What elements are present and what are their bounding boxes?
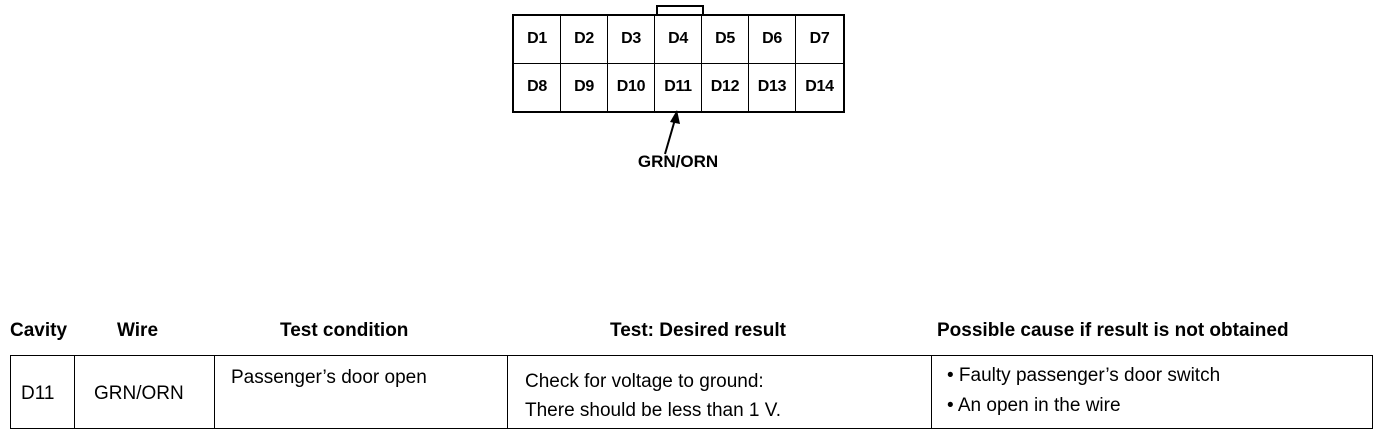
cavity-d2: D2 (561, 16, 608, 64)
cavity-d6: D6 (749, 16, 796, 64)
header-possible-cause: Possible cause if result is not obtained (937, 320, 1289, 341)
cavity-d8: D8 (514, 63, 561, 111)
connector-diagram: D1 D2 D3 D4 D5 D6 D7 D8 D9 D10 D11 D12 D… (512, 14, 845, 113)
table-row: D11 GRN/ORN Passenger’s door open Check … (10, 355, 1373, 429)
cavity-d5: D5 (702, 16, 749, 64)
cavity-d9: D9 (561, 63, 608, 111)
cell-desired-result-line-2: There should be less than 1 V. (525, 400, 781, 421)
cell-possible-cause-line-1: • Faulty passenger’s door switch (947, 365, 1221, 386)
cavity-d11: D11 (655, 63, 702, 111)
cavity-d3: D3 (608, 16, 655, 64)
header-desired-result: Test: Desired result (610, 320, 786, 341)
cell-possible-cause-line-2: • An open in the wire (947, 395, 1121, 416)
cavity-d14: D14 (805, 78, 834, 96)
cell-test-condition: Passenger’s door open (231, 367, 427, 388)
connector-lock-tab (656, 5, 704, 16)
cell-wire: GRN/ORN (94, 383, 184, 404)
pointer-arrow-icon (664, 110, 680, 155)
cavity-d13: D13 (749, 63, 796, 111)
cell-cavity: D11 (21, 383, 55, 404)
column-divider (931, 356, 932, 428)
column-divider (74, 356, 75, 428)
cavity-d12: D12 (702, 63, 749, 111)
header-cavity: Cavity (10, 320, 68, 341)
column-divider (507, 356, 508, 428)
header-test-condition: Test condition (280, 320, 409, 341)
cavity-d4: D4 (655, 16, 702, 64)
cell-desired-result-line-1: Check for voltage to ground: (525, 371, 764, 392)
cavity-d1: D1 (514, 16, 561, 64)
cavity-d10: D10 (608, 63, 655, 111)
column-divider (214, 356, 215, 428)
header-wire: Wire (117, 320, 159, 341)
cavity-d7: D7 (796, 16, 843, 64)
wire-color-label: GRN/ORN (637, 152, 719, 171)
